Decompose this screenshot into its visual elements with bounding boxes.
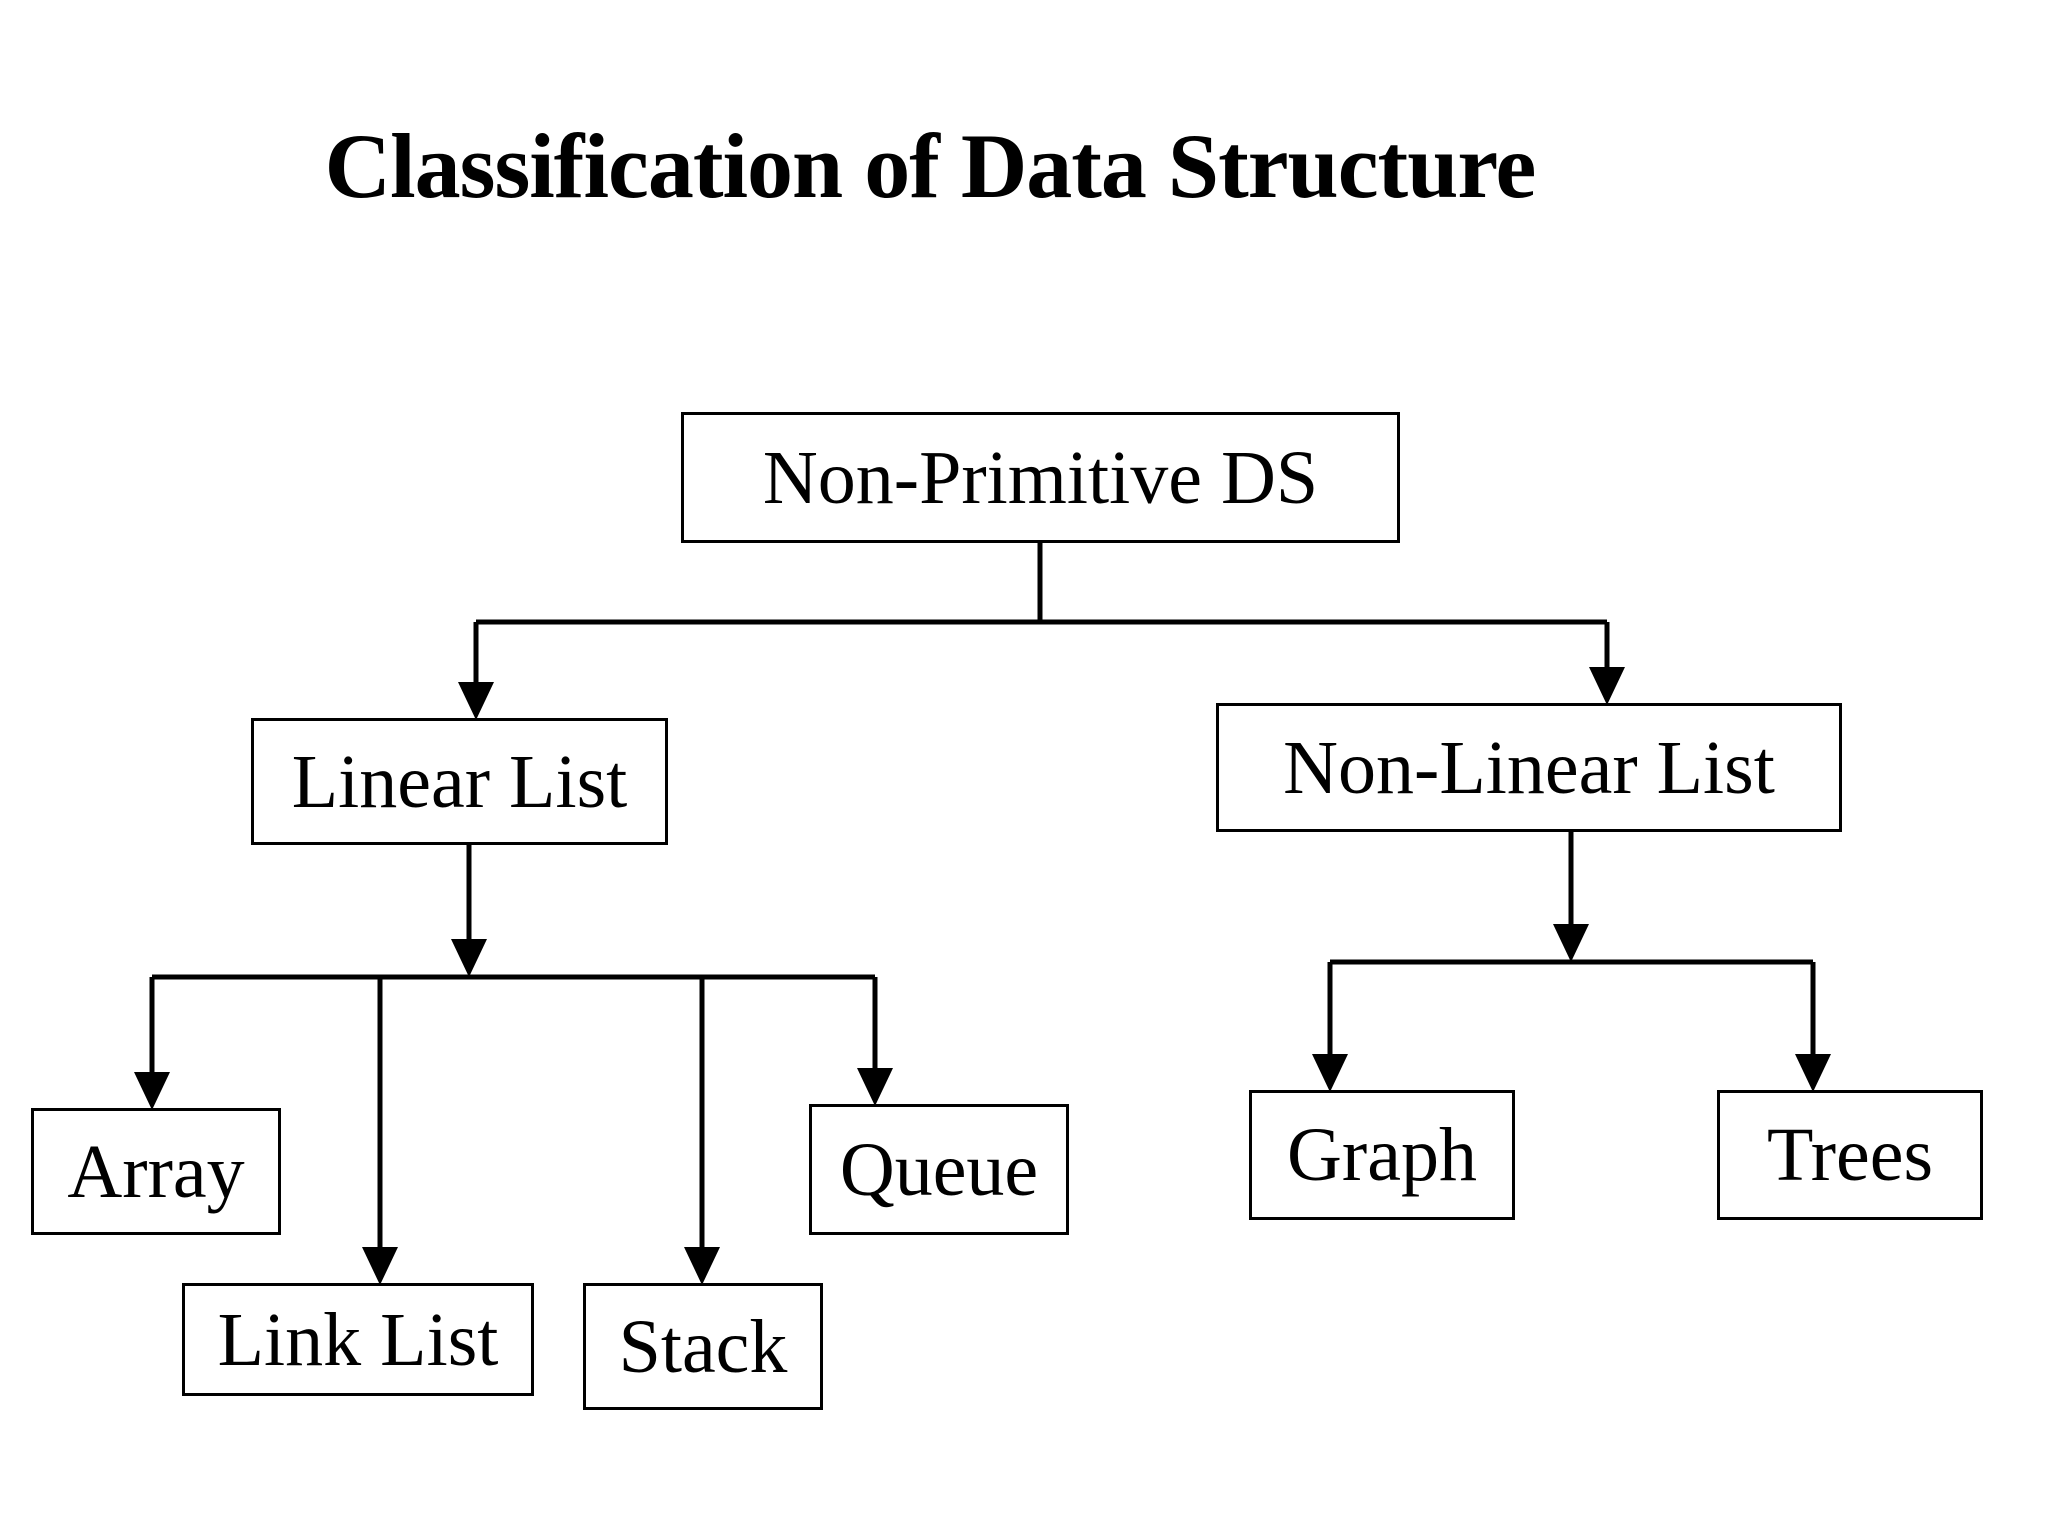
arrowhead-linear	[458, 682, 494, 720]
arrowhead-stack	[684, 1247, 720, 1285]
arrowhead-nonlinear	[1589, 667, 1625, 705]
node-trees[interactable]: Trees	[1717, 1090, 1983, 1220]
node-label-array: Array	[67, 1129, 245, 1214]
node-label-graph: Graph	[1287, 1113, 1477, 1197]
arrowhead-link-list	[362, 1247, 398, 1285]
arrowhead-queue	[857, 1068, 893, 1106]
node-label-linear-list: Linear List	[291, 739, 628, 824]
page-title: Classification of Data Structure	[324, 115, 1537, 217]
node-label-trees: Trees	[1766, 1113, 1934, 1197]
node-label-stack: Stack	[618, 1304, 788, 1389]
node-queue[interactable]: Queue	[809, 1104, 1069, 1235]
arrowhead-array	[134, 1072, 170, 1110]
node-label-queue: Queue	[839, 1127, 1039, 1212]
arrowhead-nonlinear-stem	[1553, 924, 1589, 962]
arrowhead-trees	[1795, 1054, 1831, 1092]
node-array[interactable]: Array	[31, 1108, 281, 1235]
node-label-non-primitive-ds: Non-Primitive DS	[762, 435, 1319, 520]
node-graph[interactable]: Graph	[1249, 1090, 1515, 1220]
arrowhead-linear-stem	[451, 939, 487, 977]
arrowhead-graph	[1312, 1054, 1348, 1092]
node-label-non-linear-list: Non-Linear List	[1283, 725, 1775, 810]
node-label-link-list: Link List	[217, 1297, 499, 1382]
node-link-list[interactable]: Link List	[182, 1283, 534, 1396]
node-stack[interactable]: Stack	[583, 1283, 823, 1410]
node-non-primitive-ds[interactable]: Non-Primitive DS	[681, 412, 1400, 543]
node-non-linear-list[interactable]: Non-Linear List	[1216, 703, 1842, 832]
node-linear-list[interactable]: Linear List	[251, 718, 668, 845]
